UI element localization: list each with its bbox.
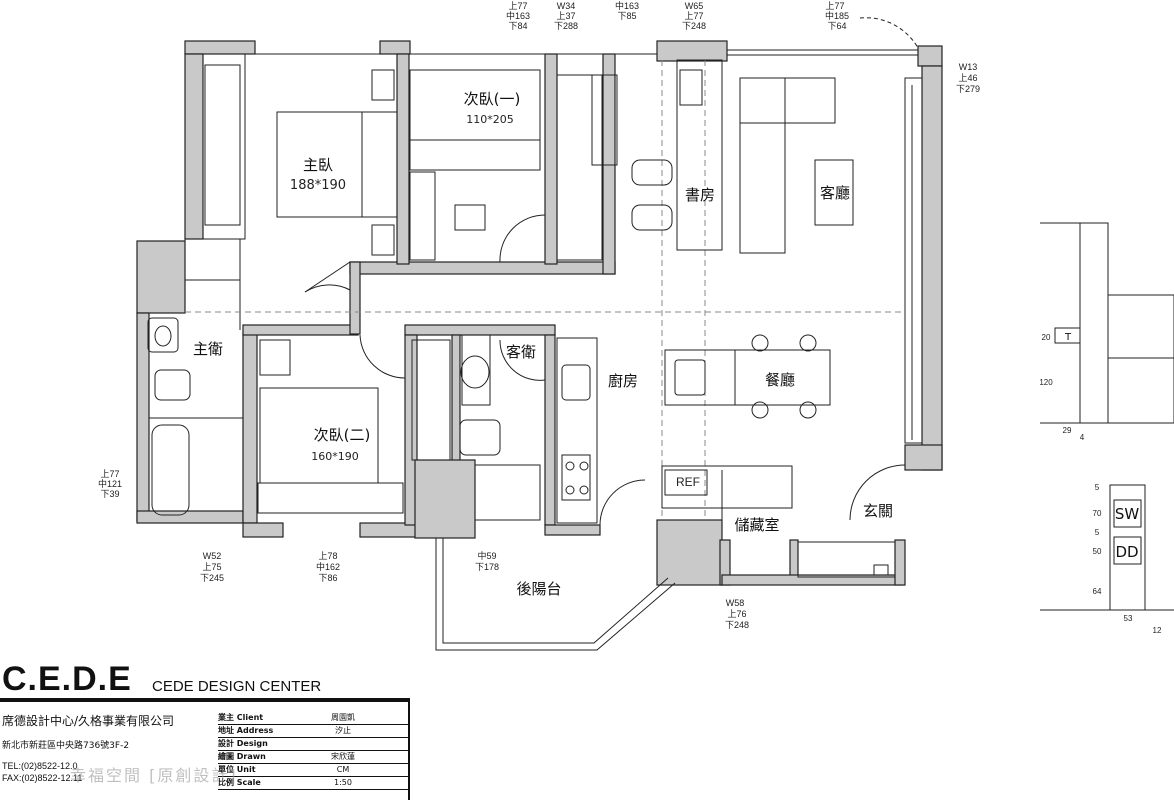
tb-value: 1:50 (334, 778, 352, 787)
title-block-table: 業主 Client 周園凱 地址 Address 汐止 設計 Design 繪圖 D… (218, 712, 408, 790)
tb-value (278, 738, 408, 750)
company-contact: TEL:(02)8522-12.0 FAX:(02)8522-12.11 (2, 760, 82, 784)
label-balcony: 後陽台 (516, 580, 561, 598)
callout-top5-b: 中185 (825, 10, 849, 21)
title-rule (0, 698, 410, 702)
elev-dim-53: 53 (1124, 614, 1133, 623)
tb-key: 設計 Design (218, 739, 268, 748)
callout-bottom1-c: 下245 (200, 573, 224, 583)
tb-key: 單位 Unit (218, 765, 256, 774)
callout-top2-a: W34 (557, 1, 576, 11)
elev-dim-50: 50 (1093, 547, 1102, 556)
room-labels: 主臥 188*190 次臥(一) 110*205 書房 客廳 主衛 次臥(二) … (193, 90, 893, 598)
callout-bottom4-a: W58 (726, 598, 745, 608)
callout-top3-a: 中163 (615, 0, 639, 11)
callout-right1-a: W13 (959, 62, 978, 72)
label-living: 客廳 (820, 184, 850, 202)
callout-right1-c: 下279 (956, 84, 980, 94)
tb-key: 繪圖 Drawn (218, 752, 266, 761)
tb-key: 比例 Scale (218, 778, 261, 787)
label-guest-bath: 客衛 (506, 343, 536, 361)
label-study: 書房 (685, 186, 715, 204)
callout-bottom2-b: 中162 (316, 561, 340, 572)
brand-subtitle: CEDE DESIGN CENTER (152, 678, 322, 695)
callout-bottom4-b: 上76 (727, 609, 746, 619)
tb-key: 業主 Client (218, 713, 264, 722)
callout-bottom1-a: W52 (203, 551, 222, 561)
company-address: 新北市新莊區中央路736號3F-2 (2, 741, 130, 751)
elev-dim-4: 4 (1080, 433, 1085, 442)
label-bedroom2: 次臥(二) (314, 426, 371, 444)
label-bedroom2-size: 160*190 (311, 450, 359, 463)
callout-top1-a: 上77 (508, 1, 527, 11)
elev-dim-64: 64 (1093, 587, 1102, 596)
elev-dim-5b: 5 (1095, 528, 1100, 537)
label-kitchen: 廚房 (608, 372, 638, 390)
company-name: 席德設計中心/久格事業有限公司 (2, 714, 175, 728)
tb-value: 宋欣蓮 (331, 752, 355, 761)
elev-dim-120: 120 (1039, 378, 1053, 387)
company-tel: TEL:(02)8522-12.0 (2, 761, 78, 771)
callout-top2-c: 下288 (554, 21, 578, 31)
label-bedroom1-size: 110*205 (466, 113, 514, 126)
tb-value: 周園凱 (331, 713, 355, 722)
callout-top1-b: 中163 (506, 10, 530, 21)
brand-logo: C.E.D.E (2, 660, 132, 698)
elev-label-t: T (1064, 332, 1072, 343)
label-master-bath: 主衛 (193, 340, 223, 358)
label-storage: 儲藏室 (734, 516, 779, 534)
callout-top4-b: 上77 (684, 11, 703, 21)
elev-dim-29: 29 (1063, 426, 1072, 435)
callout-bottom1-b: 上75 (202, 562, 221, 572)
callout-top4-a: W65 (685, 1, 704, 11)
callout-bottom4-c: 下248 (725, 620, 749, 630)
tb-key: 地址 Address (218, 726, 274, 735)
callout-top5-a: 上77 (825, 1, 844, 11)
elev-dim-12: 12 (1153, 626, 1162, 635)
structure-lines (147, 17, 1174, 651)
callout-top1-c: 下84 (508, 21, 527, 31)
tb-row-design: 設計 Design (218, 738, 408, 751)
window-callouts: 上77 中163 下84 W34 上37 下288 中163 下85 W65 上… (98, 0, 980, 630)
title-rule-vertical (408, 698, 410, 800)
elevation-labels: 20 120 29 4 5 70 5 50 64 53 12 T SW DD (1039, 332, 1162, 635)
callout-left1-b: 中121 (98, 478, 122, 489)
callout-bottom2-c: 下86 (318, 573, 337, 583)
watermark: 幸福空間 [原創設計] (70, 766, 238, 785)
label-dining: 餐廳 (765, 371, 795, 389)
label-entrance: 玄關 (863, 502, 893, 520)
callout-top3-b: 下85 (617, 11, 636, 21)
elev-dim-20: 20 (1042, 333, 1051, 342)
callout-top4-c: 下248 (682, 21, 706, 31)
callout-top2-b: 上37 (556, 11, 575, 21)
label-fridge: REF (676, 475, 700, 489)
tb-value: CM (336, 765, 350, 774)
callout-bottom3-a: 中59 (477, 550, 496, 561)
label-master-bed-size: 188*190 (290, 178, 346, 193)
elev-label-dd: DD (1115, 543, 1138, 561)
callout-bottom2-a: 上78 (318, 551, 337, 561)
callout-right1-b: 上46 (958, 73, 977, 83)
tb-row-address: 地址 Address 汐止 (218, 725, 408, 738)
tb-row-client: 業主 Client 周園凱 (218, 712, 408, 725)
elev-label-sw: SW (1115, 505, 1140, 523)
label-bedroom1: 次臥(一) (464, 90, 521, 108)
callout-left1-c: 下39 (100, 489, 119, 499)
callout-left1-a: 上77 (100, 469, 119, 479)
callout-bottom3-b: 下178 (475, 562, 499, 572)
tb-value: 汐止 (335, 726, 351, 735)
tb-row-drawn: 繪圖 Drawn 宋欣蓮 (218, 751, 408, 764)
walls (136, 40, 943, 586)
callout-top5-c: 下64 (827, 21, 846, 31)
company-fax: FAX:(02)8522-12.11 (2, 773, 83, 783)
tb-row-unit: 單位 Unit CM (218, 764, 408, 777)
tb-row-scale: 比例 Scale 1:50 (218, 777, 408, 790)
elev-dim-70: 70 (1093, 509, 1102, 518)
label-master-bedroom: 主臥 (303, 156, 333, 174)
elev-dim-5a: 5 (1095, 483, 1100, 492)
